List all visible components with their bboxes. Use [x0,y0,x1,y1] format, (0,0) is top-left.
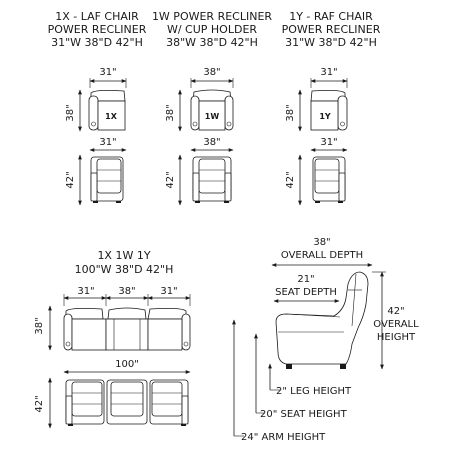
side-view-section: 38" OVERALL DEPTH 21" SEAT DEPTH 42" OVE… [232,237,419,443]
overall-height-value: 42" [387,306,404,317]
raf-front-view [312,156,346,203]
combo-title-line-1: 1X 1W 1Y [97,249,150,262]
laf-front-width-label: 31" [99,137,116,148]
laf-tag: 1X [105,112,118,121]
raf-height-label: 42" [285,171,296,188]
seat-depth-label: SEAT DEPTH [275,287,337,298]
power-title-line-1: 1W POWER RECLINER [152,10,272,23]
seat-height-label: 20" SEAT HEIGHT [260,409,348,420]
laf-title-line-1: 1X - LAF CHAIR [55,10,139,23]
combo-total-width-label: 100" [115,359,139,370]
raf-title-line-2: POWER RECLINER [282,23,381,36]
power-front-view [192,156,232,204]
combo-height-label: 42" [34,395,45,412]
power-front-width-label: 38" [203,137,220,148]
raf-depth-label: 38" [285,104,296,121]
raf-title-line-1: 1Y - RAF CHAIR [289,10,373,23]
laf-title-line-2: POWER RECLINER [48,23,147,36]
power-height-label: 42" [165,171,176,188]
single-power-recliner: 1W POWER RECLINER W/ CUP HOLDER 38"W 38"… [152,10,272,206]
leg-height-label: 2" LEG HEIGHT [276,386,352,397]
combo-seat-width-left: 31" [77,286,94,297]
raf-top-view: 1Y [310,89,348,131]
overall-depth-value: 38" [313,237,330,248]
overall-height-label-1: OVERALL [373,319,419,330]
laf-height-label: 42" [65,171,76,188]
power-depth-label: 38" [165,104,176,121]
power-width-label: 38" [203,67,220,78]
combo-front-view [65,379,189,426]
combo-seat-width-right: 31" [160,286,177,297]
power-title-line-2: W/ CUP HOLDER [167,23,257,36]
raf-front-width-label: 31" [320,137,337,148]
raf-width-label: 31" [320,67,337,78]
combination-section: 1X 1W 1Y 100"W 38"D 42"H 31" 38" 31" 38" [34,249,191,429]
laf-top-view: 1X [88,89,126,131]
raf-tag: 1Y [319,112,331,121]
single-laf: 1X - LAF CHAIR POWER RECLINER 31"W 38"D … [48,10,147,206]
raf-title-line-3: 31"W 38"D 42"H [285,36,377,49]
side-view-chair [275,271,369,365]
laf-depth-label: 38" [65,104,76,121]
combo-top-view [63,307,191,351]
arm-height-label: 24" ARM HEIGHT [241,432,326,443]
power-top-view: 1W [190,89,234,131]
combo-title-line-2: 100"W 38"D 42"H [75,263,174,276]
seat-depth-value: 21" [297,274,314,285]
combo-seat-width-middle: 38" [118,286,135,297]
combo-depth-label: 38" [34,317,45,334]
power-title-line-3: 38"W 38"D 42"H [166,36,258,49]
overall-depth-label: OVERALL DEPTH [281,250,363,261]
overall-height-label-2: HEIGHT [377,332,416,343]
power-tag: 1W [205,112,220,121]
laf-front-view [90,156,124,203]
laf-width-label: 31" [99,67,116,78]
laf-title-line-3: 31"W 38"D 42"H [51,36,143,49]
single-raf: 1Y - RAF CHAIR POWER RECLINER 31"W 38"D … [282,10,381,206]
